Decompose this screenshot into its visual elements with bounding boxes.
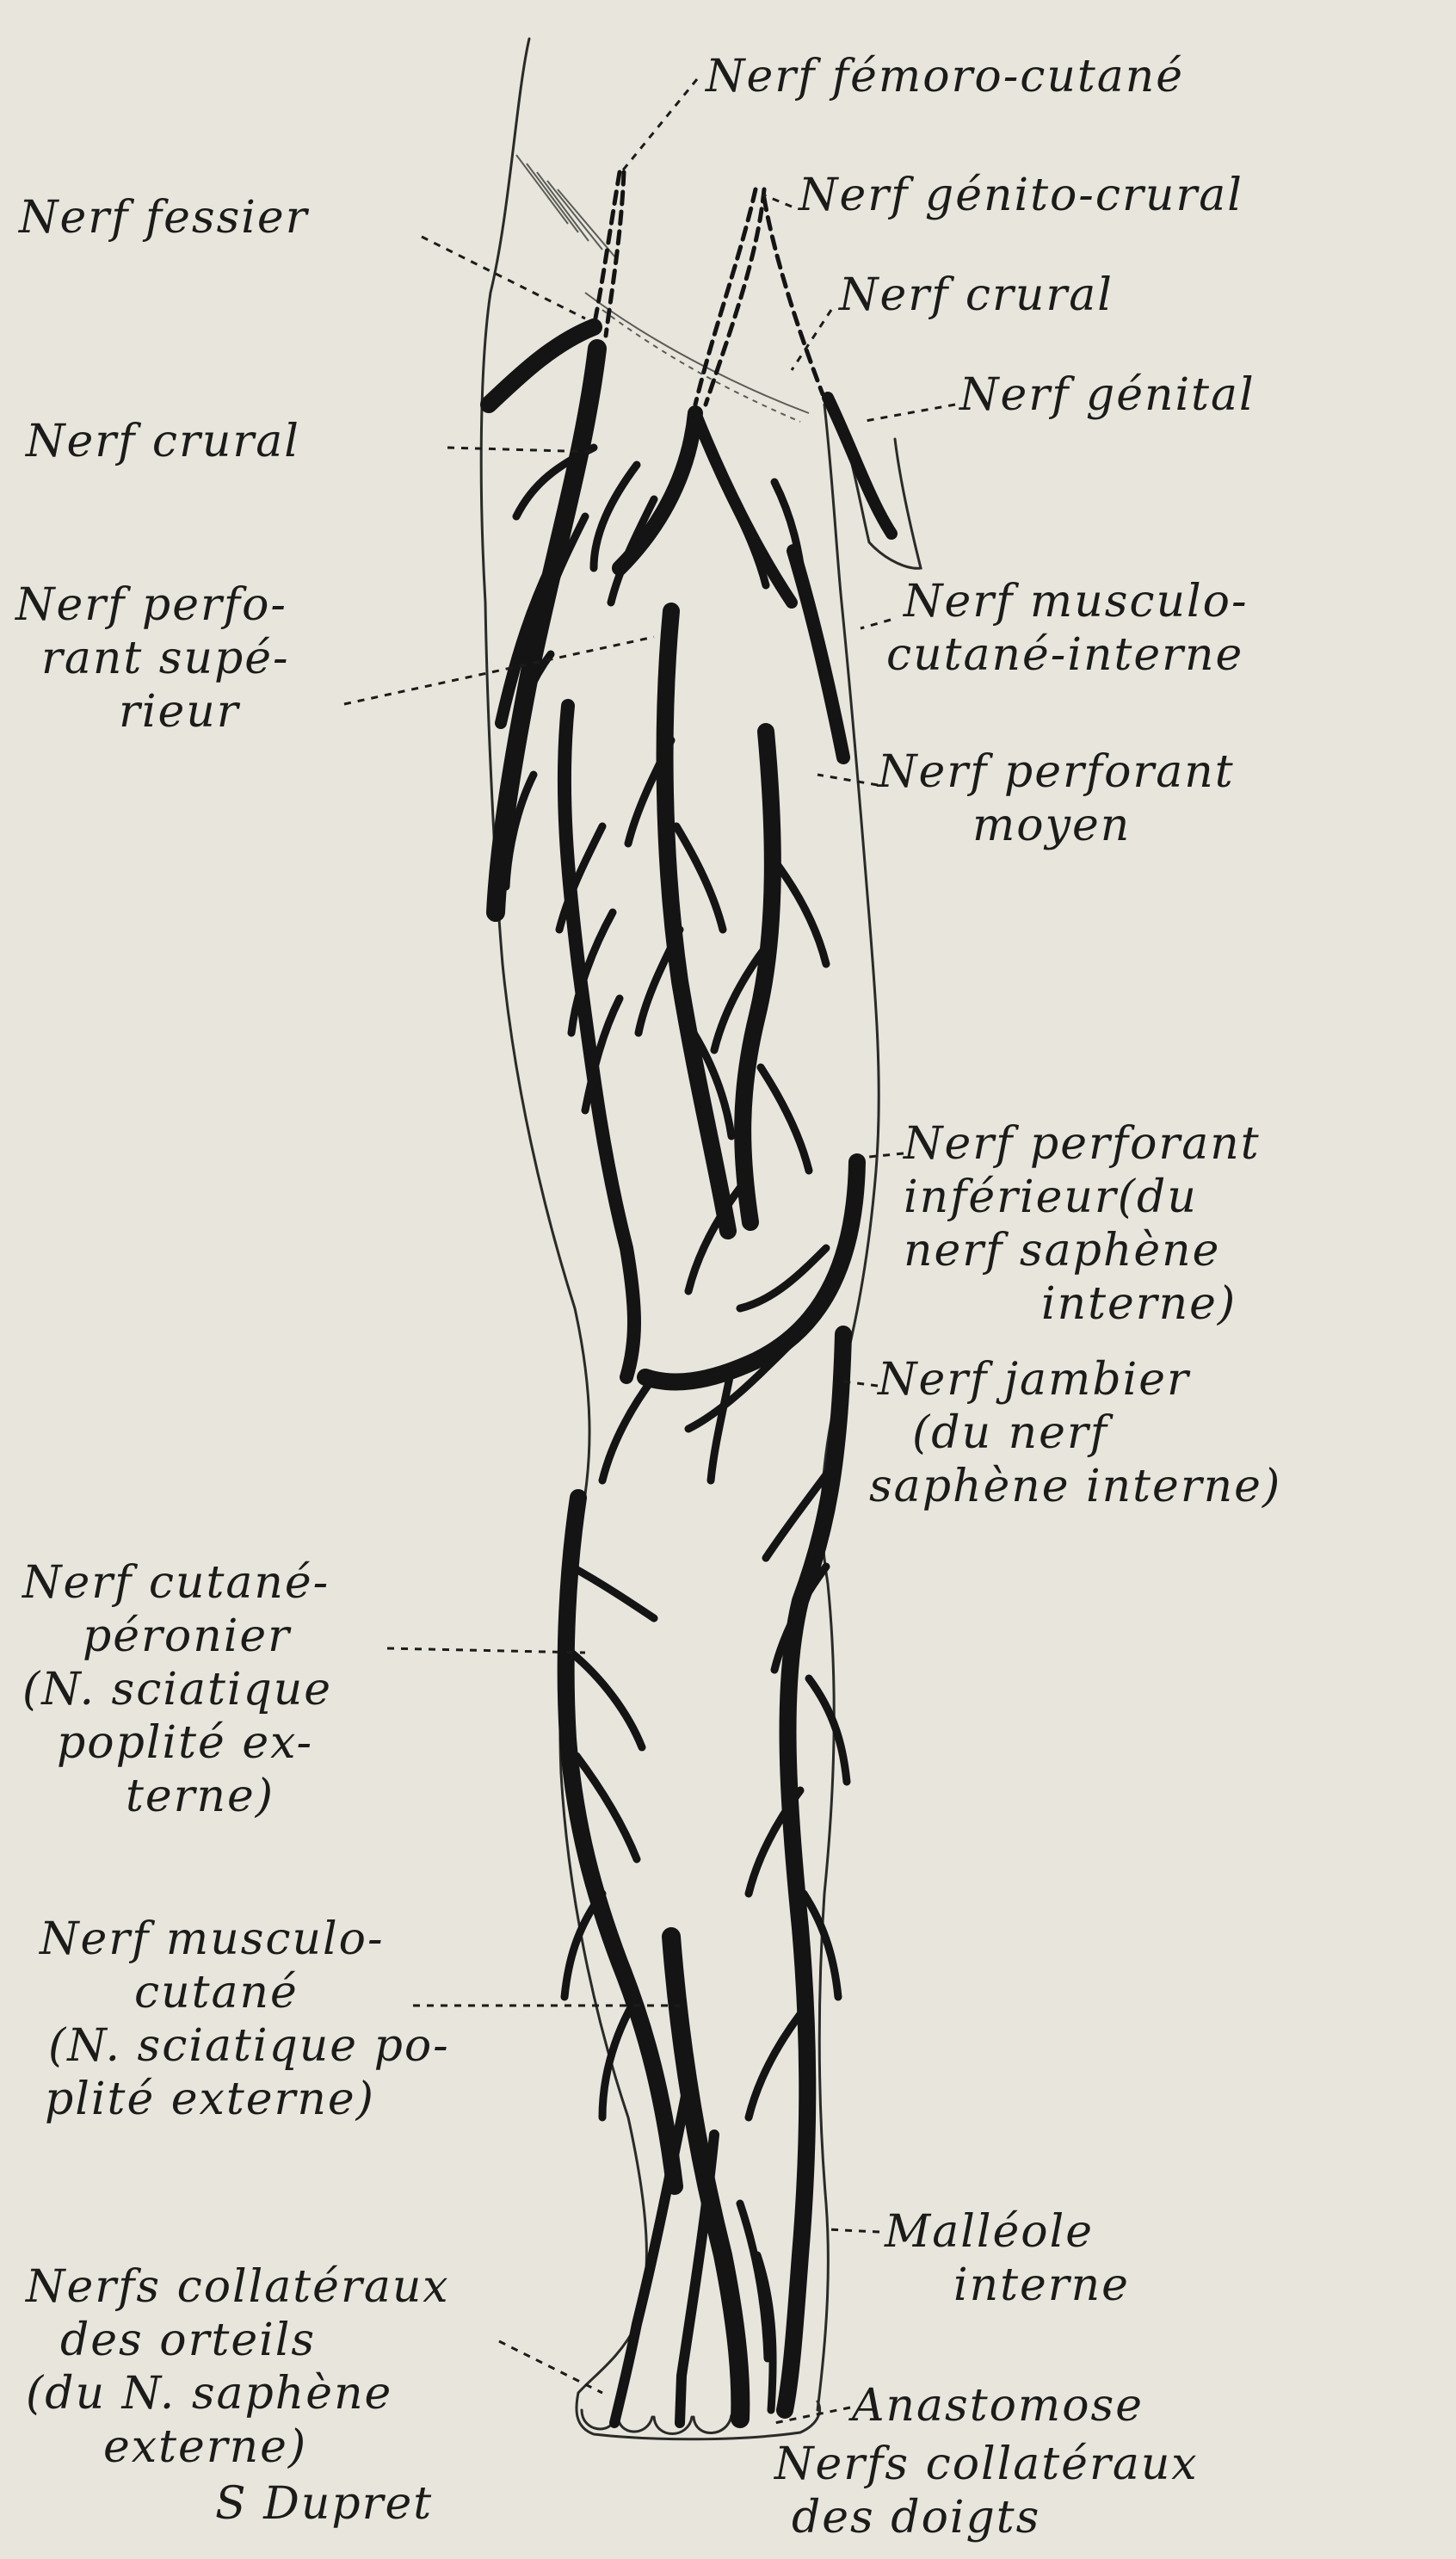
- label-jambier: Nerf jambier (du nerf saphène interne): [878, 1353, 1281, 1513]
- label-collateraux-orteils: Nerfs collatéraux des orteils (du N. sap…: [26, 2260, 450, 2474]
- signature: S Dupret: [215, 2477, 433, 2531]
- label-musculo-cutane-interne: Nerf musculo- cutané-interne: [904, 575, 1249, 682]
- nerve-branches: [506, 448, 847, 2410]
- label-femoro-cutane: Nerf fémoro-cutané: [706, 50, 1184, 103]
- label-perforant-inferieur: Nerf perforant inférieur(du nerf saphène…: [904, 1117, 1261, 1331]
- label-genito-crural: Nerf génito-crural: [799, 169, 1243, 222]
- nerve-trunks: [489, 327, 891, 2423]
- toe-3: [654, 2417, 692, 2434]
- label-crural-left: Nerf crural: [26, 415, 300, 468]
- toe-2: [618, 2415, 652, 2432]
- dashed-nerves: [594, 172, 823, 405]
- label-perforant-superieur: Nerf perfo- rant supé- rieur: [15, 578, 290, 739]
- label-genital: Nerf génital: [959, 368, 1255, 422]
- toe-4: [694, 2415, 731, 2433]
- label-perforant-moyen: Nerf perforant moyen: [878, 745, 1235, 852]
- label-crural-right: Nerf crural: [839, 269, 1114, 322]
- label-collateraux-doigts: Nerfs collatéraux des doigts: [774, 2438, 1199, 2544]
- label-musculo-cutane: Nerf musculo- cutané (N. sciatique po- p…: [40, 1913, 450, 2126]
- label-anastomose: Anastomose: [852, 2379, 1144, 2432]
- label-fessier: Nerf fessier: [19, 191, 309, 244]
- label-malleole: Malléole interne: [885, 2205, 1130, 2312]
- label-cutane-peronier: Nerf cutané- péronier (N. sciatique popl…: [22, 1556, 332, 1823]
